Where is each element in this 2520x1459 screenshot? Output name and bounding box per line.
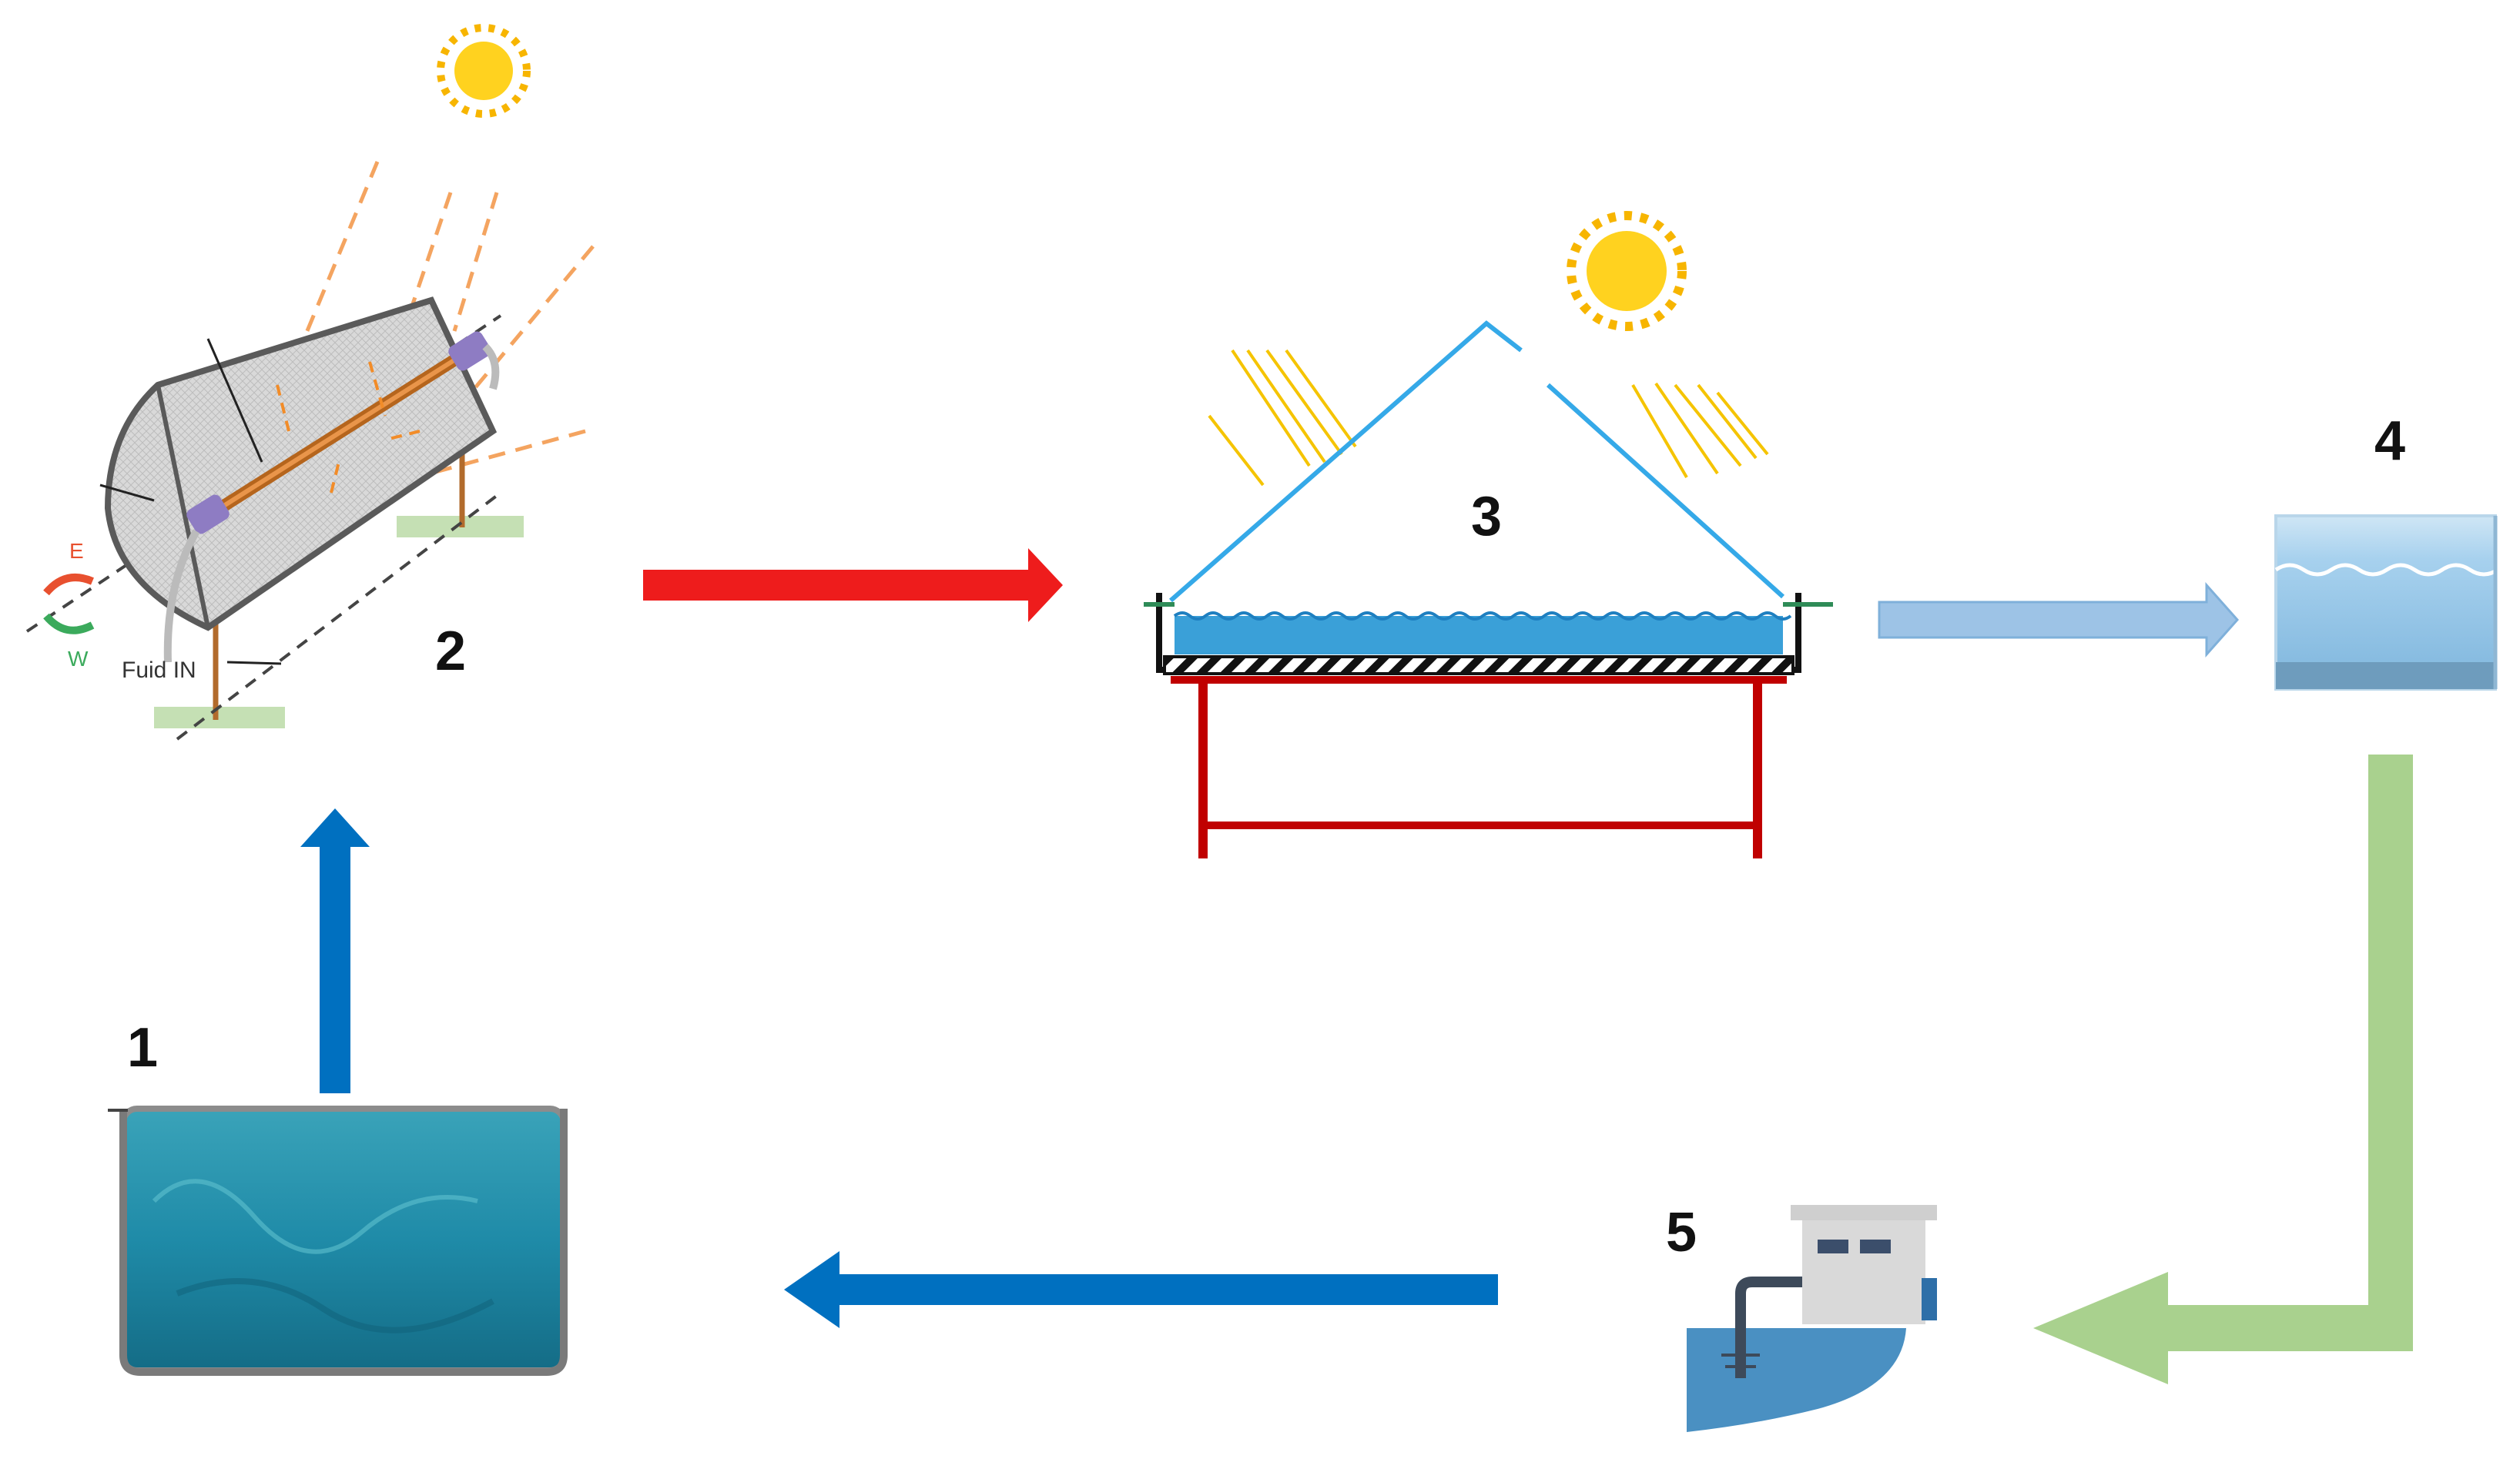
label-2: 2 (435, 621, 466, 682)
label-3: 3 (1471, 486, 1502, 547)
arrow-still-to-storage (1878, 582, 2240, 658)
rotation-icon (43, 574, 95, 634)
solar-still (1144, 211, 1833, 858)
label-1: 1 (127, 1017, 158, 1079)
sun-icon (1567, 211, 1687, 331)
arrow-tank-to-collector (300, 808, 370, 1093)
label-4: 4 (2374, 410, 2405, 472)
parabolic-trough-collector (25, 24, 595, 741)
label-5: 5 (1666, 1202, 1697, 1263)
label-east: E (69, 539, 84, 563)
pump-station-icon (1687, 1205, 1937, 1432)
arrow-collector-to-still (643, 548, 1063, 622)
sun-icon (437, 24, 531, 118)
label-fluid-in: Fuid IN (122, 658, 196, 683)
arrow-storage-to-pump (2033, 755, 2413, 1384)
arrow-pump-to-tank (784, 1251, 1498, 1328)
feed-water-tank (108, 1106, 568, 1376)
distilled-water-storage (2274, 514, 2499, 691)
label-west: W (68, 647, 89, 671)
